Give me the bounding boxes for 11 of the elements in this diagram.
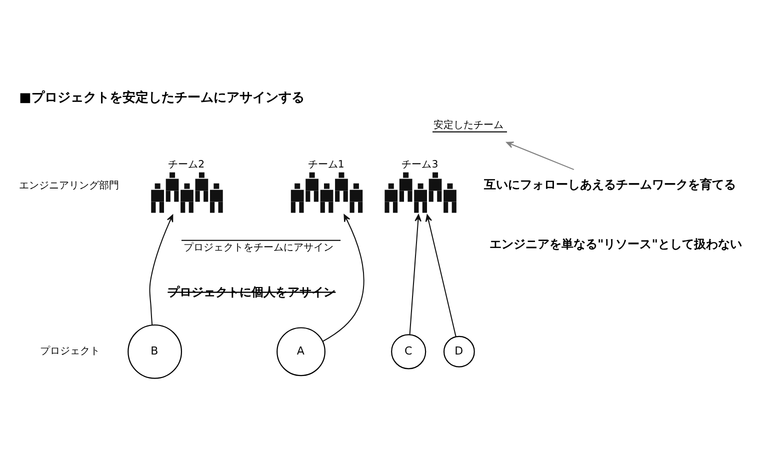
node-text: 互いにフォローしあえるチームワークを育てる	[484, 176, 736, 191]
label: プロジェクトに個人をアサイン	[168, 284, 336, 298]
node-label: チーム2	[168, 159, 205, 170]
node-label: チーム3	[402, 159, 438, 170]
label: エンジニアを単なる"リソース"として扱わない	[490, 236, 742, 251]
node-label: 安定したチーム	[433, 120, 504, 131]
diagram-title: ■プロジェクトを安定したチームにアサインする	[19, 90, 304, 106]
label: プロジェクトをチームにアサイン	[183, 242, 334, 253]
node-label: チーム1	[308, 159, 344, 170]
label: プロジェクト	[40, 346, 100, 357]
label: エンジニアリング部門	[19, 180, 120, 192]
